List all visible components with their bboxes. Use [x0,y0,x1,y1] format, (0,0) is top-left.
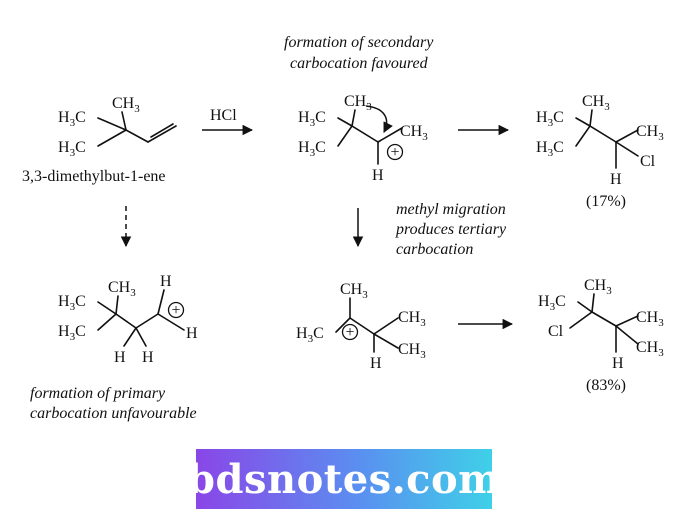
atom-label: CH3 [340,281,368,301]
reactant-name: 3,3-dimethylbut-1-ene [22,168,166,185]
yield-label: (17%) [586,193,626,210]
atom-label: H [142,349,154,366]
note-text: formation of secondary [284,34,434,51]
watermark-text: bdsnotes.com [187,455,501,503]
atom-label: H3C [58,323,86,343]
yield-label: (83%) [586,377,626,394]
atom-label: CH3 [636,123,664,143]
curved-arrow [365,105,393,133]
atom-label: H [610,171,622,188]
atom-label: H [186,325,198,342]
atom-label: CH3 [636,309,664,329]
tertiary-product-structure: CH3 H3C Cl CH3 CH3 H (83%) [538,277,664,394]
positive-charge-icon [386,143,404,161]
reactant-structure: CH3 H3C H3C 3,3-dimethylbut-1-ene [22,95,177,185]
note-text: carbocation unfavourable [30,405,197,422]
atom-label: CH3 [398,309,426,329]
note-text: produces tertiary [395,221,507,238]
secondary-carbocation-structure: CH3 H3C H3C CH3 H + [298,93,428,184]
atom-label: Cl [640,153,656,170]
watermark-banner: bdsnotes.com [187,449,500,509]
atom-label: CH3 [636,339,664,359]
atom-label: H3C [538,293,566,313]
note-text: carbocation [396,241,473,258]
atom-label: H3C [58,109,86,129]
atom-label: Cl [548,323,564,340]
atom-label: CH3 [582,93,610,113]
atom-label: H3C [296,325,324,345]
atom-label: H3C [536,109,564,129]
primary-carbocation-structure: CH3 H3C H3C H H H H + [58,273,198,366]
atom-label: CH3 [108,279,136,299]
atom-label: CH3 [400,123,428,143]
charge-label: + [171,302,180,319]
atom-label: H [114,349,126,366]
secondary-product-structure: CH3 H3C H3C CH3 Cl H (17%) [536,93,664,210]
atom-label: CH3 [112,95,140,115]
atom-label: CH3 [344,93,372,113]
note-text: carbocation favoured [290,55,429,72]
tertiary-carbocation-structure: CH3 H3C CH3 CH3 H + [296,281,426,372]
atom-label: H3C [536,139,564,159]
positive-charge-icon [341,323,359,341]
charge-label: + [345,324,354,341]
charge-label: + [390,144,399,161]
atom-label: H3C [298,109,326,129]
note-text: formation of primary [30,385,166,402]
atom-label: H [370,355,382,372]
atom-label: CH3 [398,341,426,361]
reagent-label: HCl [210,107,237,124]
atom-label: CH3 [584,277,612,297]
atom-label: H3C [58,293,86,313]
atom-label: H [612,355,624,372]
atom-label: H3C [298,139,326,159]
positive-charge-icon [167,301,185,319]
note-text: methyl migration [396,201,506,218]
atom-label: H3C [58,139,86,159]
atom-label: H [372,167,384,184]
atom-label: H [160,273,172,290]
